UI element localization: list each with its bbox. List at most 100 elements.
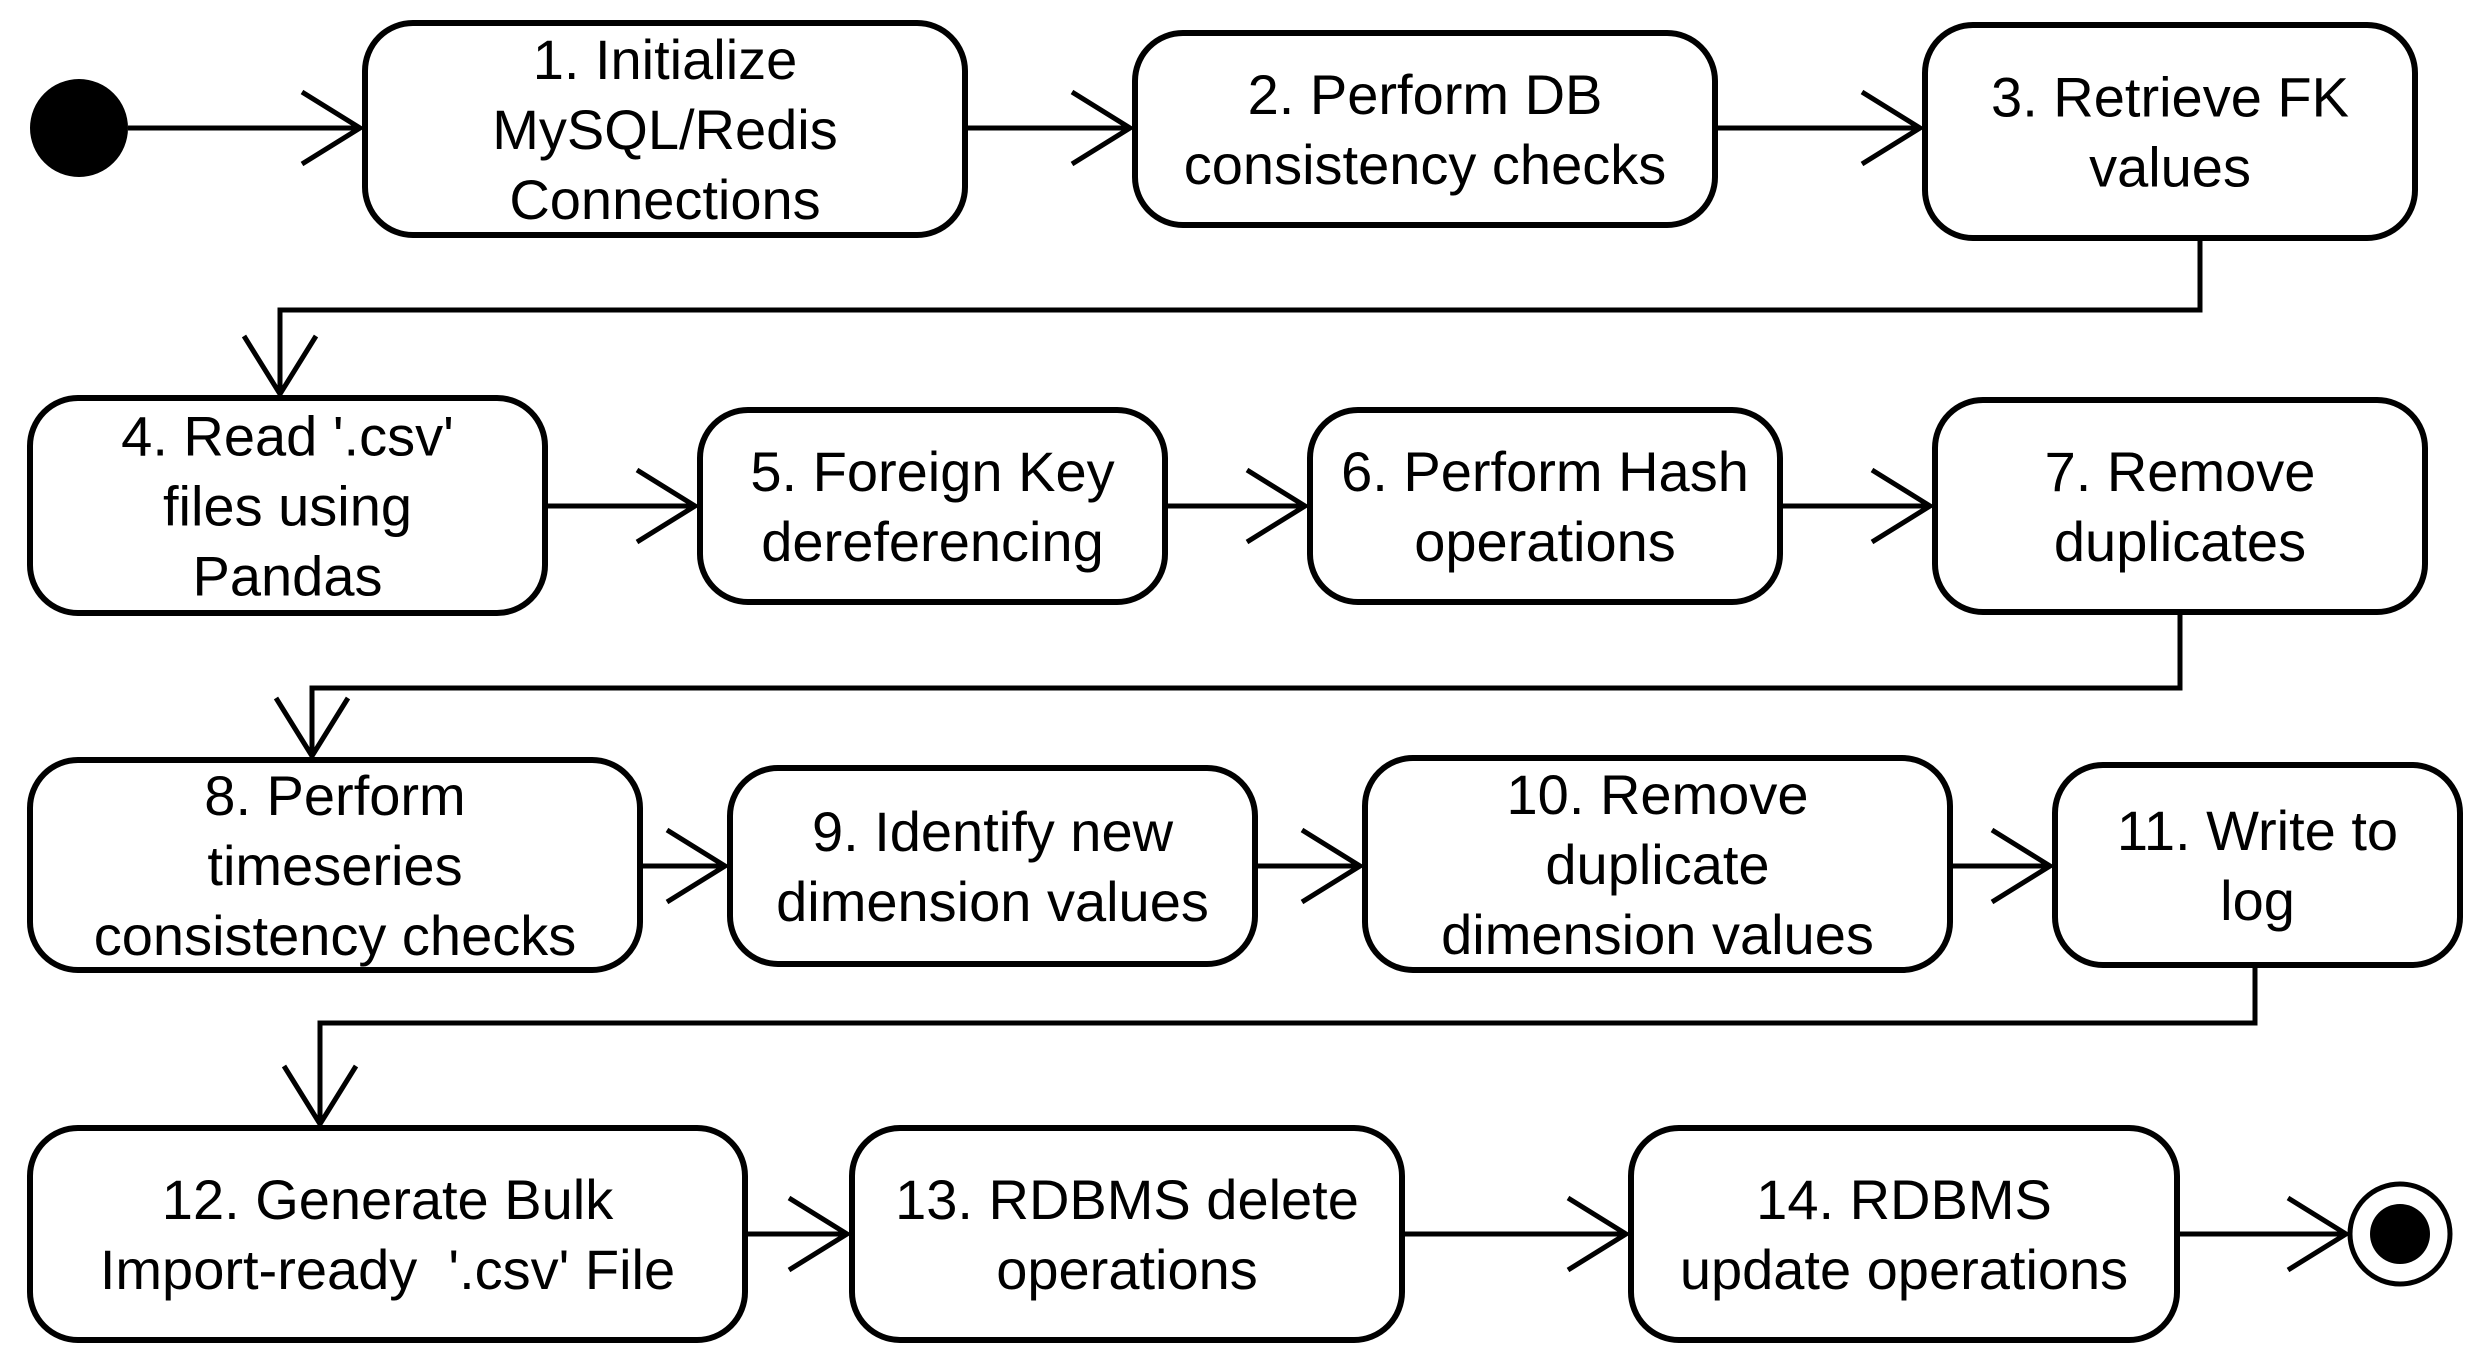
arrowhead-icon xyxy=(281,1064,359,1129)
activity-node-label: 10. Remove duplicate dimension values xyxy=(1441,763,1874,966)
arrowhead-icon xyxy=(1070,89,1135,167)
activity-node-label: 13. RDBMS delete operations xyxy=(895,1168,1359,1301)
edge-start-to-1 xyxy=(128,89,365,167)
activity-node-box xyxy=(697,407,1168,605)
edge-line xyxy=(277,238,2203,394)
edges-layer xyxy=(128,89,2351,1273)
activity-node-label-line: 6. Perform Hash xyxy=(1341,440,1749,503)
activity-node-box xyxy=(27,395,548,616)
activity-node-box xyxy=(1362,755,1953,973)
activity-node-label-line: 2. Perform DB xyxy=(1248,63,1603,126)
activity-node-3: 3. Retrieve FK values xyxy=(1922,22,2418,241)
activity-node-label-line: 4. Read '.csv' xyxy=(121,404,454,467)
arrowhead-icon xyxy=(300,89,365,167)
activity-node-label-line: 12. Generate Bulk xyxy=(162,1168,614,1231)
activity-node-label-line: files using xyxy=(163,474,412,537)
edge-line xyxy=(309,612,2183,756)
end-node xyxy=(2347,1181,2453,1287)
activity-node-label-line: values xyxy=(2089,135,2251,198)
activity-node-label-line: Connections xyxy=(509,168,820,231)
edge-12-to-13 xyxy=(745,1195,852,1273)
activity-node-box xyxy=(1628,1125,2180,1343)
arrowhead-icon xyxy=(2286,1195,2351,1273)
activity-node-label-line: operations xyxy=(1414,510,1676,573)
activity-node-11: 11. Write to log xyxy=(2052,762,2463,968)
activity-node-label-line: dimension values xyxy=(776,870,1209,933)
edge-6-to-7 xyxy=(1780,467,1935,545)
activity-node-box xyxy=(27,757,643,973)
arrowhead-icon xyxy=(1245,467,1310,545)
arrowhead-icon xyxy=(665,827,730,905)
arrowhead-icon xyxy=(241,334,319,399)
activity-node-label-line: Pandas xyxy=(193,544,383,607)
activity-node-6: 6. Perform Hash operations xyxy=(1307,407,1783,605)
activity-node-5: 5. Foreign Key dereferencing xyxy=(697,407,1168,605)
edge-line xyxy=(317,965,2258,1124)
activity-node-box xyxy=(27,1125,748,1343)
activity-node-label-line: 7. Remove xyxy=(2045,440,2316,503)
activity-node-label-line: dimension values xyxy=(1441,903,1874,966)
arrowhead-icon xyxy=(1860,89,1925,167)
edge-14-to-end xyxy=(2177,1195,2351,1273)
activity-node-box xyxy=(1307,407,1783,605)
activity-node-label: 11. Write to log xyxy=(2117,799,2398,932)
activity-node-label-line: 3. Retrieve FK xyxy=(1991,65,2349,128)
edge-3-to-4 xyxy=(241,238,2203,399)
activity-node-label-line: 13. RDBMS delete xyxy=(895,1168,1359,1231)
edge-7-to-8 xyxy=(273,612,2183,761)
activity-node-label-line: timeseries xyxy=(207,834,462,897)
edge-8-to-9 xyxy=(640,827,730,905)
activity-node-7: 7. Remove duplicates xyxy=(1932,397,2428,615)
arrowhead-icon xyxy=(273,696,351,761)
start-node-icon xyxy=(30,79,128,177)
activity-node-label-line: duplicate xyxy=(1545,833,1769,896)
activity-node-label-line: 9. Identify new xyxy=(812,800,1174,863)
edge-9-to-10 xyxy=(1255,827,1365,905)
edge-4-to-5 xyxy=(545,467,700,545)
activity-node-label-line: 11. Write to xyxy=(2117,799,2398,862)
edge-10-to-11 xyxy=(1950,827,2055,905)
arrowhead-icon xyxy=(1300,827,1365,905)
edge-1-to-2 xyxy=(965,89,1135,167)
activity-node-box xyxy=(1932,397,2428,615)
edge-5-to-6 xyxy=(1165,467,1310,545)
activity-node-label: 5. Foreign Key dereferencing xyxy=(750,440,1114,573)
activity-node-label-line: duplicates xyxy=(2054,510,2306,573)
activity-node-label: 3. Retrieve FK values xyxy=(1991,65,2349,198)
activity-node-label-line: dereferencing xyxy=(761,510,1103,573)
edge-13-to-14 xyxy=(1402,1195,1631,1273)
activity-node-box xyxy=(1132,30,1718,228)
activity-node-13: 13. RDBMS delete operations xyxy=(849,1125,1405,1343)
activity-node-label-line: operations xyxy=(996,1238,1258,1301)
arrowhead-icon xyxy=(1870,467,1935,545)
activity-node-label-line: consistency checks xyxy=(94,904,576,967)
end-node-core-icon xyxy=(2370,1204,2430,1264)
activity-node-box xyxy=(362,20,968,238)
edge-11-to-12 xyxy=(281,965,2258,1129)
activity-node-label-line: Import-ready '.csv' File xyxy=(100,1238,675,1301)
arrowhead-icon xyxy=(635,467,700,545)
activity-node-label-line: update operations xyxy=(1680,1238,2128,1301)
activity-node-label-line: 1. Initialize xyxy=(533,28,798,91)
activity-node-box xyxy=(849,1125,1405,1343)
activity-node-label: 7. Remove duplicates xyxy=(2045,440,2316,573)
activity-node-label-line: 8. Perform xyxy=(204,764,465,827)
activity-node-label-line: 5. Foreign Key xyxy=(750,440,1114,503)
activity-node-label: 6. Perform Hash operations xyxy=(1341,440,1749,573)
activity-node-label-line: 10. Remove xyxy=(1507,763,1809,826)
activity-node-label-line: log xyxy=(2220,869,2295,932)
arrowhead-icon xyxy=(787,1195,852,1273)
